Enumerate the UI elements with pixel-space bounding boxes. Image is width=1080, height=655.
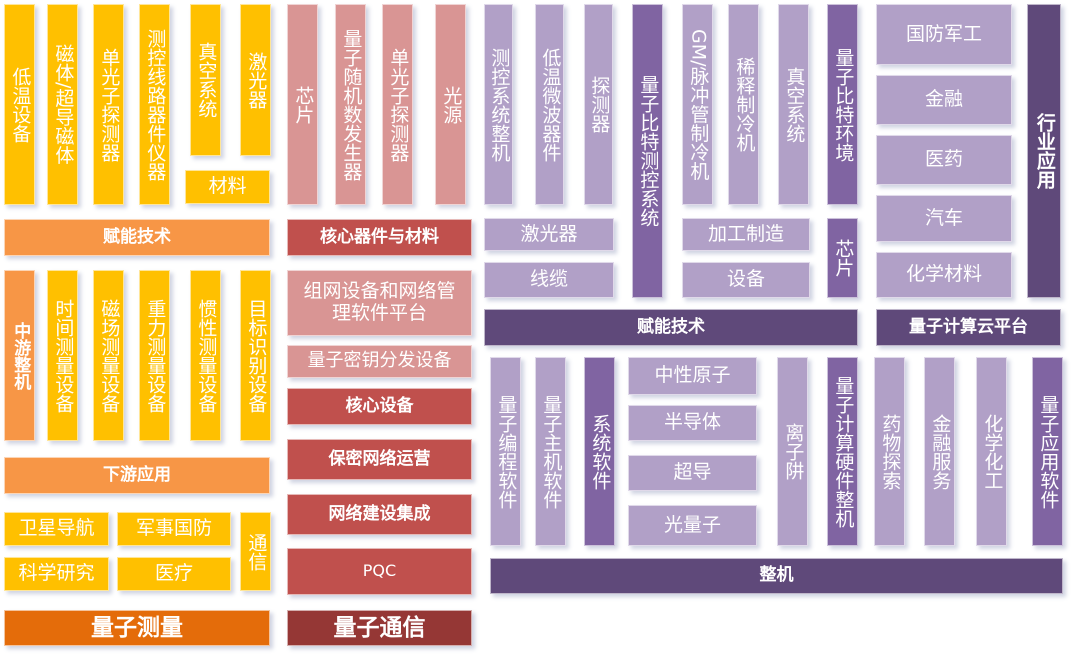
industry-item: 医药 [876, 135, 1012, 185]
enabling-item: 稀释制冷机 [728, 4, 759, 205]
app-item: 军事国防 [117, 512, 231, 546]
enabling-item: 激光器 [484, 218, 614, 251]
device-item: 磁场测量设备 [93, 270, 124, 441]
measurement-title: 量子测量 [4, 610, 270, 646]
component-item: 芯片 [287, 4, 318, 205]
enabling-item: 探测器 [584, 4, 613, 205]
machine-item: 量子计算硬件整机 [827, 357, 858, 546]
enabling-item: 真空系统 [778, 4, 809, 205]
app-item: 医疗 [117, 557, 231, 591]
enabling-item: 量子比特环境 [827, 4, 858, 205]
machine-item: 中性原子 [628, 357, 757, 395]
industry-item: 化学材料 [876, 252, 1012, 298]
upstream-item: 低温设备 [4, 4, 35, 205]
upstream-item: 磁体/超导磁体 [47, 4, 78, 205]
machine-item: 超导 [628, 455, 757, 491]
core-components-label: 核心器件与材料 [287, 219, 472, 256]
machine-item: 离子阱 [777, 357, 808, 546]
service-item: 网络建设集成 [287, 494, 472, 535]
upstream-item: 测控线路器件仪器 [139, 4, 170, 205]
machine-item: 光量子 [628, 505, 757, 546]
machine-item: 量子主机软件 [535, 357, 566, 546]
device-item: 重力测量设备 [139, 270, 170, 441]
upstream-item: 真空系统 [190, 4, 221, 156]
device-item: 惯性测量设备 [190, 270, 221, 441]
enabling-item: 设备 [682, 262, 810, 298]
enabling-item: 低温微波器件 [535, 4, 564, 205]
device-item: 时间测量设备 [47, 270, 78, 441]
component-item: 单光子探测器 [382, 4, 413, 205]
enabling-item: 加工制造 [682, 218, 810, 251]
industry-item: 汽车 [876, 195, 1012, 242]
enabling-item: GM/脉冲管制冷机 [682, 4, 713, 205]
enabling-item: 量子比特测控系统 [632, 4, 663, 298]
enabling-item: 线缆 [484, 262, 614, 298]
machine-item: 药物探索 [874, 357, 905, 546]
machine-item: 系统软件 [584, 357, 615, 546]
industry-item: 金融 [876, 75, 1012, 125]
service-item: PQC [287, 548, 472, 595]
machine-item: 半导体 [628, 405, 757, 441]
cloud-platform-label: 量子计算云平台 [876, 309, 1061, 346]
app-item: 科学研究 [4, 557, 109, 591]
component-item: 量子随机数发生器 [335, 4, 366, 205]
machine-item: 量子应用软件 [1032, 357, 1063, 546]
downstream-label: 下游应用 [4, 457, 270, 494]
industry-item: 国防军工 [876, 4, 1012, 65]
device-item: 目标识别设备 [240, 270, 271, 441]
app-item: 通信 [240, 512, 271, 591]
midstream-label: 中游整机 [4, 270, 35, 441]
machine-item: 量子编程软件 [490, 357, 521, 546]
equipment-item: 量子密钥分发设备 [287, 345, 472, 378]
enabling-item: 芯片 [827, 218, 858, 298]
industry-app-label: 行业应用 [1027, 4, 1061, 298]
communication-title: 量子通信 [287, 610, 472, 646]
upstream-item: 激光器 [240, 4, 271, 156]
machine-item: 化学化工 [976, 357, 1007, 546]
enabling-item: 测控系统整机 [484, 4, 513, 205]
measurement-enabling-label: 赋能技术 [4, 219, 270, 256]
service-item: 保密网络运营 [287, 439, 472, 480]
equipment-item: 组网设备和网络管理软件平台 [287, 270, 472, 336]
machine-label: 整机 [490, 558, 1063, 594]
computing-enabling-label: 赋能技术 [484, 309, 858, 346]
upstream-item: 单光子探测器 [93, 4, 124, 205]
component-item: 光源 [435, 4, 466, 205]
app-item: 卫星导航 [4, 512, 109, 546]
upstream-item: 材料 [185, 170, 270, 204]
core-equipment-label: 核心设备 [287, 388, 472, 425]
machine-item: 金融服务 [924, 357, 955, 546]
